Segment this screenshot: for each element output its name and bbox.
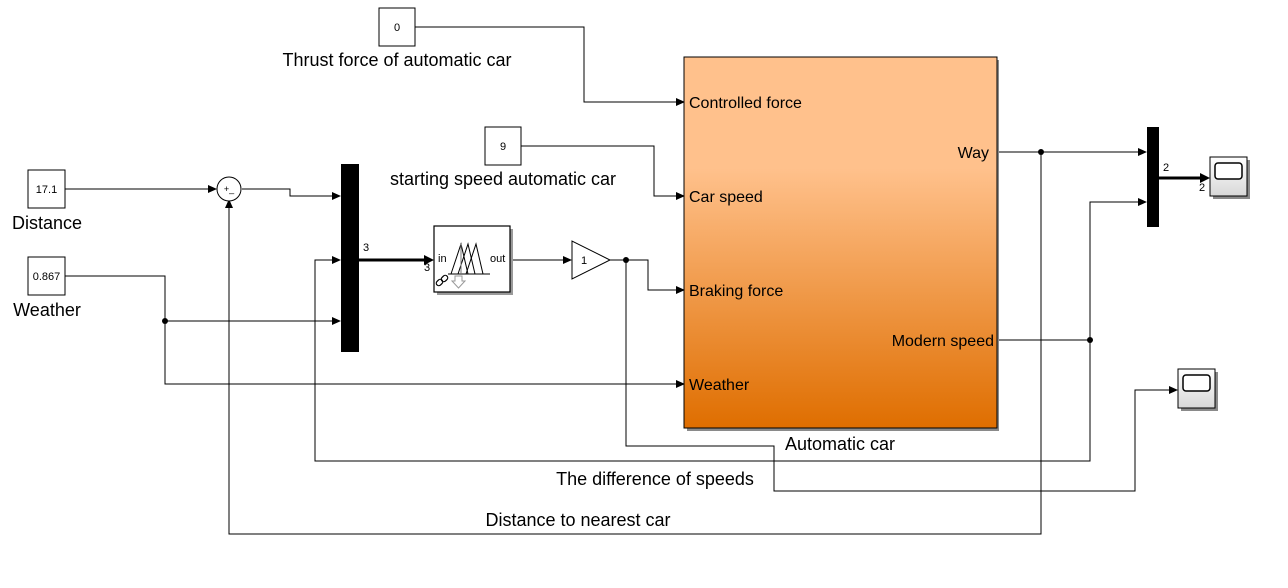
output-port-way: Way [958,145,989,162]
line-thrust-to-controlled-force[interactable] [415,26,676,103]
automatic-car-subsystem[interactable]: Controlled force Car speed Braking force… [683,56,999,431]
line-modern-speed-to-mux[interactable] [997,201,1138,341]
constant-distance[interactable]: 17.1 [27,169,66,209]
constant-speed-value: 9 [500,141,506,153]
constant-speed-label: starting speed automatic car [390,169,616,189]
fuzzy-in-width: 3 [424,262,430,274]
branch-point-weather [162,318,168,324]
gain-block[interactable]: 1 [571,240,612,280]
constant-thrust[interactable]: 0 [378,7,416,47]
line-modern-speed-feedback[interactable] [314,259,1091,462]
fuzzy-out-label: out [490,253,505,265]
scope-top[interactable] [1209,156,1250,199]
fuzzy-in-label: in [438,253,447,265]
mux-right[interactable] [1147,127,1159,227]
constant-distance-label: Distance [12,213,82,233]
scope-bottom[interactable] [1177,368,1218,411]
signal-label-difference: The difference of speeds [556,469,754,489]
line-way-feedback[interactable] [228,152,1042,535]
line-gain-to-lower-scope[interactable] [625,260,1169,492]
line-gain-to-braking-force[interactable] [610,259,676,291]
library-link-icon [435,274,449,287]
scope-top-width: 2 [1199,182,1205,194]
signal-lines [65,26,1210,535]
line-speed-to-car-speed[interactable] [521,145,676,197]
input-port-braking-force: Braking force [689,283,783,300]
mux-right-width: 2 [1163,162,1169,174]
line-sum-to-mux[interactable] [242,188,332,197]
constant-thrust-label: Thrust force of automatic car [282,50,511,70]
constant-weather-label: Weather [13,300,81,320]
input-port-weather: Weather [689,377,750,394]
membership-functions-icon [448,242,490,275]
signal-label-distance-nearest: Distance to nearest car [485,510,670,530]
line-weather-to-subsystem[interactable] [164,321,676,385]
scope-screen-icon [1182,374,1211,392]
sum-signs: +_ [224,184,235,194]
constant-speed[interactable]: 9 [484,126,522,166]
input-port-controlled-force: Controlled force [689,95,802,112]
fuzzy-logic-block[interactable]: in out [433,225,513,295]
constant-thrust-value: 0 [394,22,400,34]
scope-screen-icon [1214,162,1243,180]
gain-value: 1 [581,255,587,267]
constant-weather-value: 0.867 [33,271,61,283]
subsystem-name: Automatic car [785,434,895,454]
constant-distance-value: 17.1 [36,184,57,196]
mux-main-width: 3 [363,242,369,254]
sum-block[interactable]: +_ [216,176,242,202]
constant-weather[interactable]: 0.867 [27,256,66,296]
line-weather-to-mux[interactable] [65,275,332,322]
down-arrow-icon [450,275,467,289]
mux-main[interactable] [341,164,359,352]
output-port-modern-speed: Modern speed [892,333,994,350]
input-port-car-speed: Car speed [689,189,763,206]
